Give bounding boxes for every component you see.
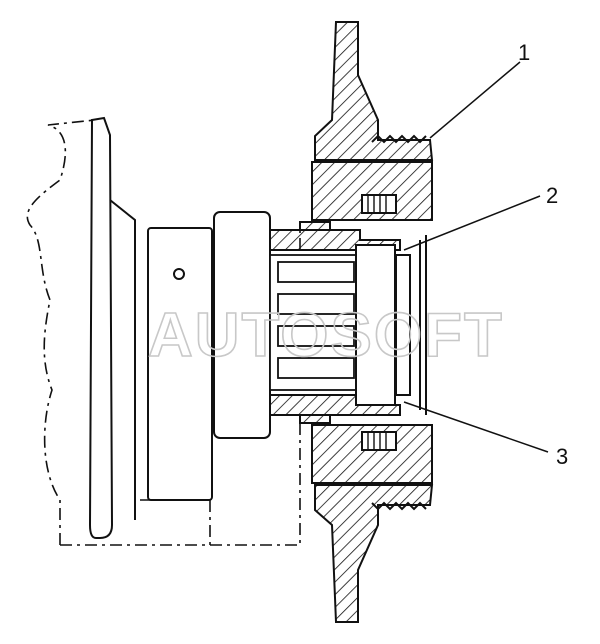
oil-hole: [173, 268, 185, 280]
callout-2: 2: [546, 183, 558, 208]
thrust-washer: [355, 235, 427, 415]
splined-shaft: [269, 254, 361, 391]
callout-1: 1: [518, 40, 530, 65]
watermark-text: AUTOSOFT: [148, 301, 504, 370]
crankshaft-web: [88, 116, 136, 539]
callout-3: 3: [556, 444, 568, 469]
leader-lines: [403, 61, 549, 453]
